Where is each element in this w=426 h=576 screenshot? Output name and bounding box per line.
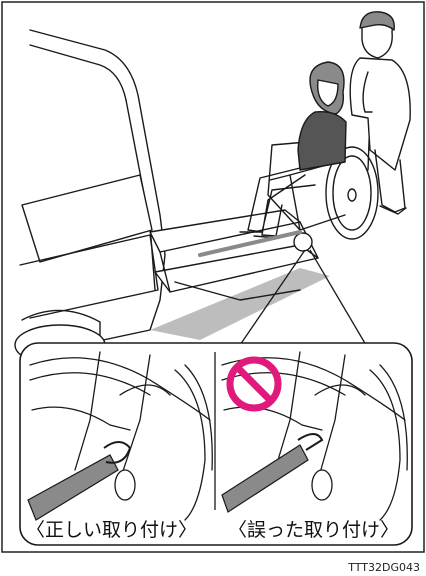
incorrect-caption: 〈誤った取り付け〉 xyxy=(228,515,399,542)
figure-code: TTT32DG043 xyxy=(348,561,420,574)
correct-caption: 〈正しい取り付け〉 xyxy=(26,515,197,542)
wheelchair-caster xyxy=(294,233,312,251)
wheelchair-hub xyxy=(348,189,356,201)
woman-body xyxy=(298,112,346,170)
